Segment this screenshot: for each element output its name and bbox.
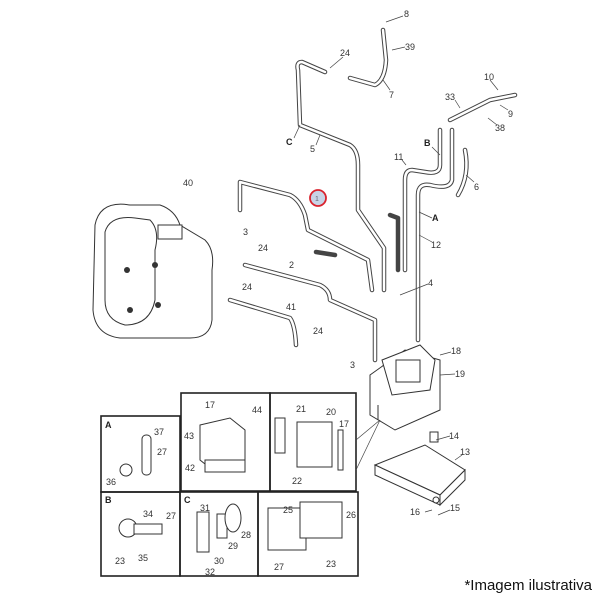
inset2-17: 17	[339, 419, 349, 429]
callout-11: 11	[394, 152, 403, 162]
inset-b-letter: B	[105, 495, 112, 505]
inset-a-36: 36	[106, 477, 116, 487]
inset-b-23: 23	[115, 556, 125, 566]
inset-c-28: 28	[241, 530, 251, 540]
inset2-20: 20	[326, 407, 336, 417]
highlight-callout-1[interactable]	[309, 189, 327, 207]
callout-38: 38	[495, 123, 505, 133]
illustrative-caption: *Imagem ilustrativa	[464, 577, 592, 594]
callout-letter-a: A	[432, 213, 439, 223]
callout-labels: 8 39 24 7 10 33 9 38 C 5 B 11 6 1 40 A 1…	[183, 9, 513, 517]
callout-4: 4	[428, 278, 433, 288]
callout-9: 9	[508, 109, 513, 119]
inset-c-32: 32	[205, 567, 215, 577]
callout-24: 24	[313, 326, 323, 336]
callout-3: 3	[243, 227, 248, 237]
callout-5: 5	[310, 144, 315, 154]
inset-boxes	[100, 392, 381, 577]
control-unit	[373, 431, 466, 507]
inset-c-29: 29	[228, 541, 238, 551]
inset-c-31: 31	[200, 503, 210, 513]
inset1-43: 43	[184, 431, 194, 441]
inset-b-27: 27	[166, 511, 176, 521]
inset3-27: 27	[274, 562, 284, 572]
callout-6: 6	[474, 182, 479, 192]
inset-a-27: 27	[157, 447, 167, 457]
callout-24: 24	[258, 243, 268, 253]
inset-a-37: 37	[154, 427, 164, 437]
callout-13: 13	[460, 447, 470, 457]
inset-parts	[118, 417, 344, 553]
callout-12: 12	[431, 240, 441, 250]
callout-24: 24	[242, 282, 252, 292]
inset3-26: 26	[346, 510, 356, 520]
callout-33: 33	[445, 92, 455, 102]
inset-c-30: 30	[214, 556, 224, 566]
callout-8: 8	[404, 9, 409, 19]
inset2-22: 22	[292, 476, 302, 486]
pipes	[227, 27, 518, 363]
callout-19: 19	[455, 369, 465, 379]
callout-18: 18	[451, 346, 461, 356]
inset3-25: 25	[283, 505, 293, 515]
pump-unit	[369, 344, 441, 431]
inset-b-35: 35	[138, 553, 148, 563]
callout-1: 1	[315, 196, 319, 203]
inset1-44: 44	[252, 405, 262, 415]
inset2-21: 21	[296, 404, 306, 414]
callout-10: 10	[484, 72, 494, 82]
callout-15: 15	[450, 503, 460, 513]
leader-lines	[293, 15, 509, 516]
callout-7: 7	[389, 90, 394, 100]
callout-16: 16	[410, 507, 420, 517]
callout-24: 24	[340, 48, 350, 58]
inset-b-34: 34	[143, 509, 153, 519]
callout-41: 41	[286, 302, 296, 312]
inset-c-letter: C	[184, 495, 191, 505]
callout-2: 2	[289, 260, 294, 270]
callout-40: 40	[183, 178, 193, 188]
inset3-23: 23	[326, 559, 336, 569]
callout-letter-c: C	[286, 137, 293, 147]
inset-labels: A 37 27 36 17 44 43 42 21 20 17 22 B 34 …	[105, 400, 356, 577]
callout-39: 39	[405, 42, 415, 52]
inset-a-letter: A	[105, 420, 112, 430]
inset1-17: 17	[205, 400, 215, 410]
callout-14: 14	[449, 431, 459, 441]
inset1-42: 42	[185, 463, 195, 473]
tank	[92, 203, 214, 339]
callout-letter-b: B	[424, 138, 431, 148]
callout-3: 3	[350, 360, 355, 370]
